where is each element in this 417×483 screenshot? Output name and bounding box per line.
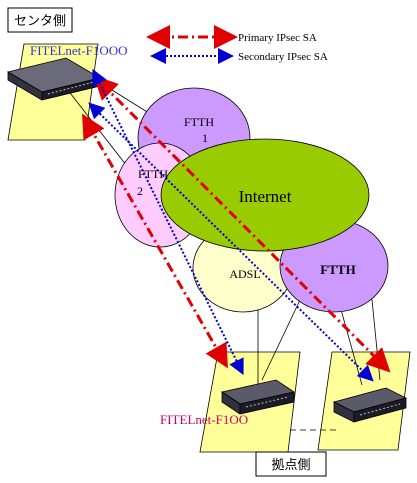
- legend-secondary-label: Secondary IPsec SA: [238, 51, 328, 63]
- ipsec-tunnels: [82, 68, 391, 382]
- center-device-name: FITELnet-F1OOO: [30, 43, 128, 58]
- center-router-icon: [6, 57, 102, 101]
- branch-router-2-icon: [332, 387, 408, 423]
- ftth1-number: 1: [202, 131, 208, 145]
- ftth2-label: FTTH: [138, 167, 168, 181]
- legend-primary-label: Primary IPsec SA: [238, 32, 317, 44]
- adsl-label: ADSL: [229, 267, 260, 281]
- center-label: センタ側: [14, 14, 66, 29]
- ftth3-label: FTTH: [320, 262, 355, 277]
- branch-label: 拠点側: [271, 458, 310, 473]
- internet-label: Internet: [239, 187, 292, 206]
- ftth2-number: 2: [137, 184, 143, 198]
- branch-label-box: [255, 451, 327, 477]
- center-label-box: [7, 7, 73, 33]
- branch-device-name: FITELnet-F1OO: [160, 412, 248, 427]
- ftth1-label: FTTH: [184, 115, 214, 129]
- branch-router-1-icon: [220, 379, 296, 415]
